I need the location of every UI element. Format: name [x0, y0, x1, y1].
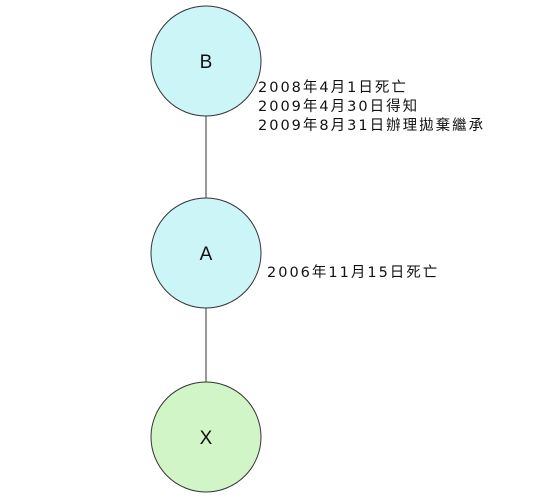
- annotation-line: 2006年11月15日死亡: [267, 265, 440, 281]
- node-b-annotation: 2008年4月1日死亡 2009年4月30日得知 2009年8月31日辦理拋棄繼…: [258, 79, 485, 136]
- node-b-circle: [150, 5, 262, 117]
- node-x-circle: [150, 381, 262, 493]
- node-a-annotation: 2006年11月15日死亡: [267, 264, 439, 283]
- node-a-circle: [150, 197, 262, 309]
- annotation-line: 2009年8月31日辦理拋棄繼承: [258, 118, 486, 134]
- node-a-label: A: [200, 244, 213, 265]
- node-b: B: [150, 5, 262, 117]
- annotation-line: 2009年4月30日得知: [258, 99, 420, 115]
- node-x: X: [150, 381, 262, 493]
- node-b-label: B: [200, 52, 213, 73]
- node-a: A: [150, 197, 262, 309]
- node-x-label: X: [200, 428, 213, 449]
- annotation-line: 2008年4月1日死亡: [258, 80, 408, 96]
